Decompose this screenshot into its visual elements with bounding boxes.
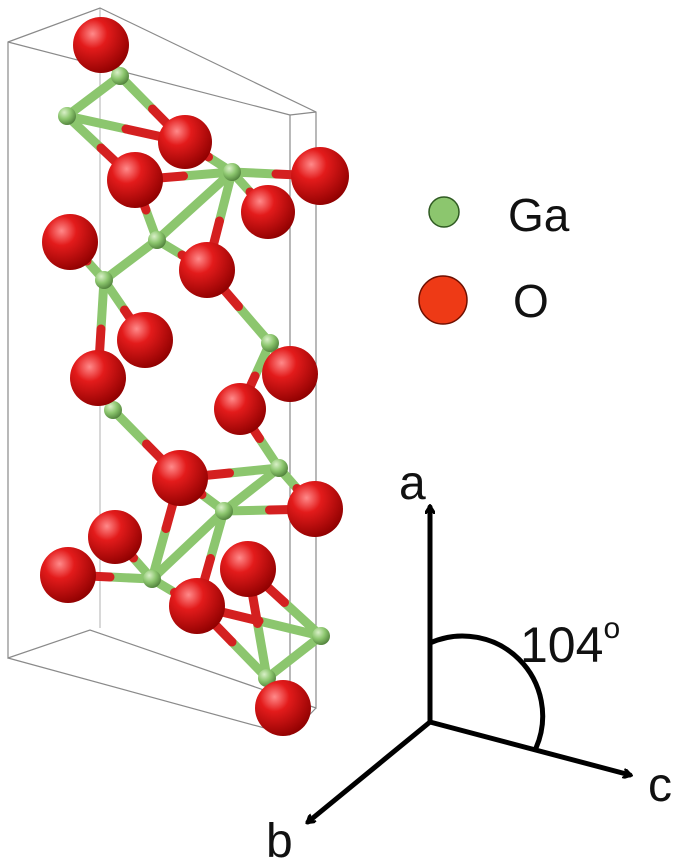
- gallium-atom: [312, 627, 330, 645]
- axis-a-label: a: [399, 457, 426, 510]
- angle-unit: o: [603, 612, 621, 645]
- ga-ga-bond: [99, 235, 162, 285]
- gallium-atom: [261, 334, 279, 352]
- ga-o-bond-half: [62, 111, 131, 134]
- gallium-atom: [270, 459, 288, 477]
- axis-c-label: c: [648, 759, 672, 812]
- axis-b-arrow: [308, 719, 433, 825]
- oxygen-atom: [287, 481, 343, 537]
- oxygen-atom: [40, 547, 96, 603]
- gallium-atom: [148, 231, 166, 249]
- axis-b-label: b: [266, 815, 293, 868]
- oxygen-atom: [158, 115, 212, 169]
- oxygen-atom: [262, 346, 318, 402]
- lattice-axes: [308, 507, 630, 825]
- oxygen-atom: [291, 147, 349, 205]
- legend-label-ga: Ga: [508, 189, 570, 241]
- oxygen-atom: [107, 152, 163, 208]
- angle-value: 104: [520, 617, 604, 673]
- gallium-atom: [104, 401, 122, 419]
- o-legend-marker: [418, 275, 468, 325]
- oxygen-atom: [255, 680, 311, 736]
- oxygen-atom: [179, 242, 235, 298]
- ga-ga-bond: [152, 167, 237, 245]
- oxygen-atom: [152, 450, 208, 506]
- ga-ga-bond: [219, 463, 284, 516]
- atoms: [40, 17, 349, 736]
- gallium-atom: [223, 163, 241, 181]
- ga-legend-marker: [428, 196, 460, 228]
- oxygen-atom: [169, 578, 225, 634]
- oxygen-atom: [241, 185, 295, 239]
- gallium-atom: [111, 67, 129, 85]
- ga-ga-bond: [147, 506, 229, 584]
- oxygen-atom: [42, 214, 98, 270]
- legend: [418, 196, 468, 325]
- oxygen-atom: [214, 383, 266, 435]
- oxygen-atom: [88, 510, 142, 564]
- gallium-atom: [143, 570, 161, 588]
- axis-c-arrow: [427, 719, 630, 775]
- ga-o-bond-half: [253, 619, 272, 683]
- legend-label-o: O: [513, 275, 549, 327]
- oxygen-atom: [117, 312, 173, 368]
- gallium-atom: [58, 107, 76, 125]
- oxygen-atom: [220, 541, 276, 597]
- ga-o-bond-half: [254, 616, 326, 641]
- ga-ga-bond: [262, 631, 326, 683]
- gallium-atom: [95, 271, 113, 289]
- angle-arc: [427, 633, 546, 751]
- ga-ga-bond: [62, 71, 125, 121]
- gallium-atom: [215, 502, 233, 520]
- oxygen-atom: [73, 17, 129, 73]
- angle-label: 104o: [520, 612, 621, 673]
- oxygen-atom: [70, 350, 126, 406]
